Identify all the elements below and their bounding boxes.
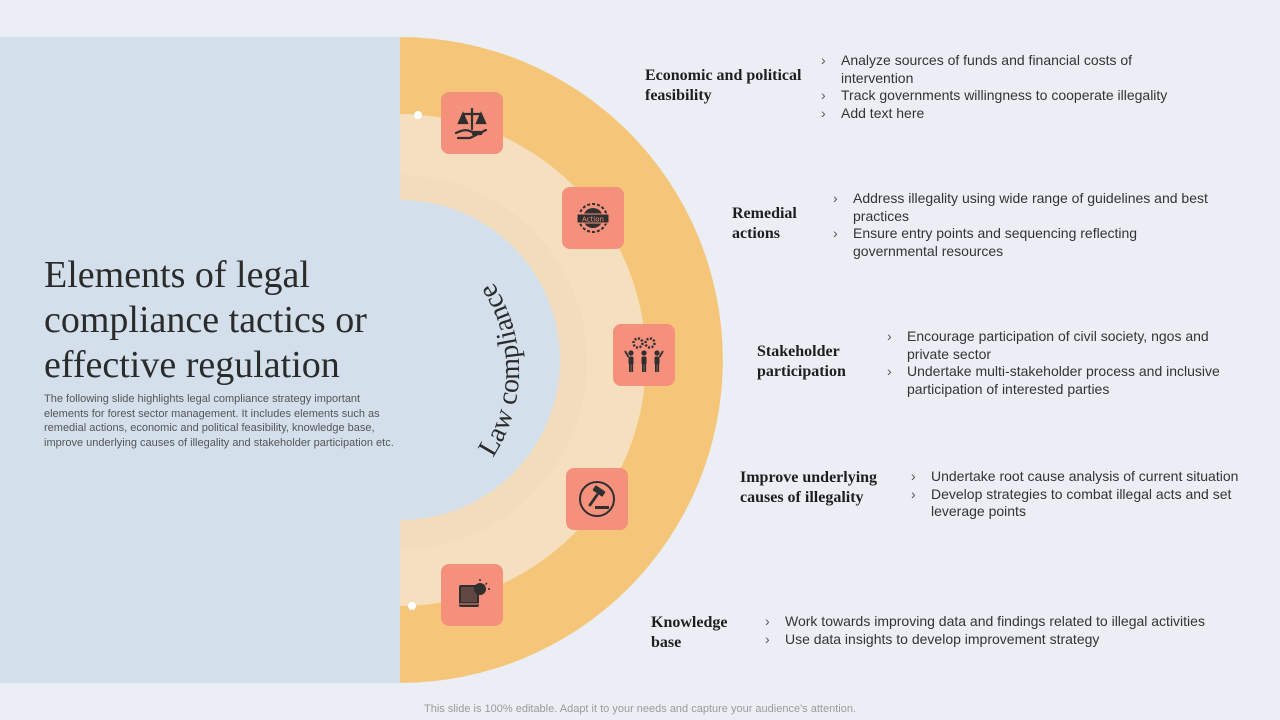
page-title: Elements of legal compliance tactics or …	[44, 254, 367, 386]
svg-text:Action: Action	[582, 216, 604, 224]
action-badge-icon: Action	[576, 203, 610, 233]
justice-scale-icon	[454, 107, 488, 140]
bullet-item: Use data insights to develop improvement…	[765, 631, 1265, 649]
element-bullets-remedial: Address illegality using wide range of g…	[833, 190, 1213, 260]
element-label-stakeholder: Stakeholder participation	[757, 343, 846, 380]
inner-core	[400, 200, 560, 520]
top-dot	[414, 111, 422, 119]
footer-note: This slide is 100% editable. Adapt it to…	[424, 703, 856, 715]
element-bullets-stakeholder: Encourage participation of civil society…	[887, 328, 1247, 398]
bullet-item: Track governments willingness to coopera…	[821, 87, 1181, 105]
bullet-item: Undertake multi-stakeholder process and …	[887, 363, 1247, 398]
bullet-item: Ensure entry points and sequencing refle…	[833, 225, 1213, 260]
bottom-dot	[408, 602, 416, 610]
team-gears-icon	[624, 337, 664, 372]
element-bullets-knowledge: Work towards improving data and findings…	[765, 613, 1265, 648]
bullet-item: Undertake root cause analysis of current…	[911, 468, 1271, 486]
element-bullets-economic: Analyze sources of funds and financial c…	[821, 52, 1181, 122]
left-panel	[0, 37, 400, 683]
element-label-underlying-causes: Improve underlying causes of illegality	[740, 469, 878, 506]
element-label-knowledge: Knowledge base	[651, 614, 728, 651]
bullet-item: Develop strategies to combat illegal act…	[911, 486, 1271, 521]
bullet-item: Address illegality using wide range of g…	[833, 190, 1213, 225]
page-description: The following slide highlights legal com…	[44, 393, 394, 449]
bullet-item: Analyze sources of funds and financial c…	[821, 52, 1181, 87]
element-label-economic: Economic and political feasibility	[645, 67, 802, 104]
element-bullets-underlying-causes: Undertake root cause analysis of current…	[911, 468, 1271, 521]
knowledge-icon-box	[441, 564, 503, 626]
underlying-causes-icon-box	[566, 468, 628, 530]
remedial-icon-box: Action	[562, 187, 624, 249]
economic-icon-box	[441, 92, 503, 154]
gavel-icon	[579, 481, 615, 517]
knowledge-book-icon	[459, 579, 490, 607]
bullet-item: Add text here	[821, 105, 1181, 123]
bullet-item: Work towards improving data and findings…	[765, 613, 1265, 631]
stakeholder-icon-box	[613, 324, 675, 386]
bullet-item: Encourage participation of civil society…	[887, 328, 1247, 363]
element-label-remedial: Remedial actions	[732, 205, 797, 242]
